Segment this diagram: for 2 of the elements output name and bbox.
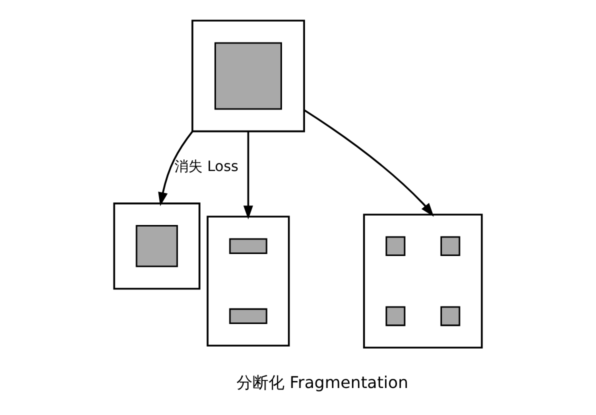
edge-label: 消失 Loss bbox=[174, 159, 238, 176]
label: 分断化 Fragmentation bbox=[236, 373, 408, 392]
